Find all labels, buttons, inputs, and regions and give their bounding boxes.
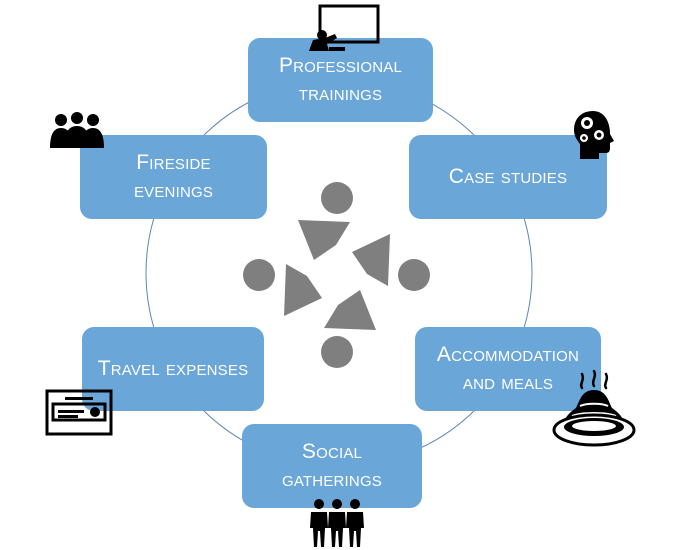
box-label-line: trainings (298, 82, 383, 105)
box-label-line: Social (301, 440, 363, 463)
case-studies-box: Case studies (409, 135, 607, 219)
people-crowd-icon (50, 112, 104, 148)
box-label-line: Travel expenses (97, 357, 249, 380)
box-label-line: and meals (462, 371, 554, 394)
professional-trainings-box: Professional trainings (248, 38, 433, 122)
box-label-line: Fireside (136, 151, 211, 174)
head-with-gears-icon (574, 111, 614, 159)
box-label-line: Accommodation (436, 343, 580, 366)
fireside-evenings-box: Fireside evenings (80, 135, 267, 219)
box-label-line: evenings (133, 179, 214, 202)
box-label-line: Professional (278, 54, 403, 77)
network-logo-icon (243, 182, 430, 368)
ticket-icon (45, 389, 113, 436)
box-label-line: gatherings (281, 468, 383, 491)
projector-presentation-icon (309, 4, 380, 51)
box-label-line: Case studies (448, 165, 568, 188)
hot-food-dish-icon (552, 370, 636, 447)
group-of-people-icon (310, 499, 364, 547)
social-gatherings-box: Social gatherings (242, 424, 422, 508)
accommodation-meals-box: Accommodation and meals (415, 327, 601, 411)
